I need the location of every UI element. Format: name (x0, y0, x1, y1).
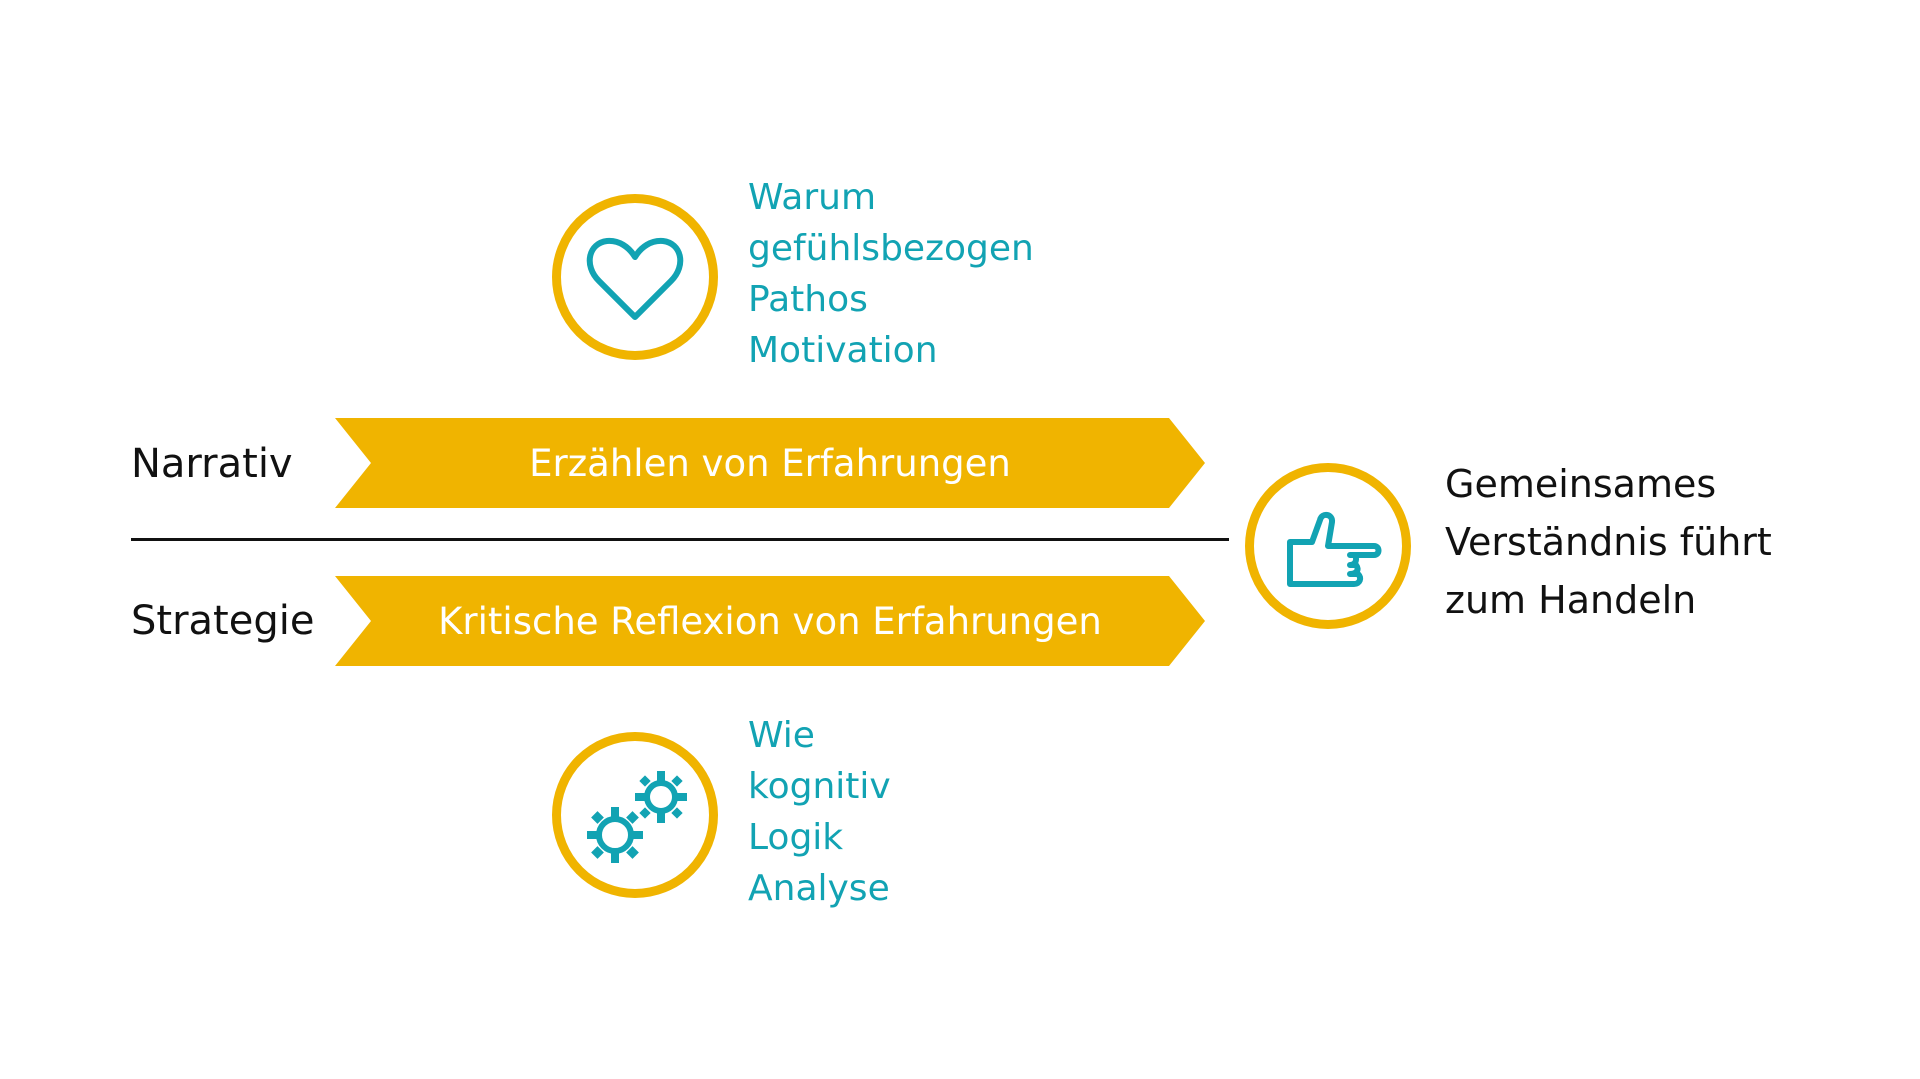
row-label-narrativ: Narrativ (131, 441, 293, 487)
pointing-hand-icon (1287, 512, 1382, 587)
bottom-line: Wie (748, 715, 815, 756)
top-line: Pathos (748, 279, 868, 320)
heart-icon (586, 237, 684, 320)
bottom-line: Analyse (748, 868, 890, 909)
result-line: Gemeinsames (1445, 462, 1717, 506)
chevron-shape (335, 418, 1205, 508)
top-text-block: Warum gefühlsbezogen Pathos Motivation (748, 172, 1034, 376)
chevron-text: Erzählen von Erfahrungen (529, 441, 1011, 485)
result-line: Verständnis führt (1445, 520, 1772, 564)
row-label-strategie: Strategie (131, 598, 315, 644)
gears-icon (587, 771, 687, 863)
result-line: zum Handeln (1445, 578, 1697, 622)
top-line: Warum (748, 177, 877, 218)
bottom-line: Logik (748, 817, 844, 858)
divider-line (131, 538, 1229, 541)
top-line: Motivation (748, 330, 938, 371)
hand-circle (1245, 463, 1411, 629)
gears-circle (552, 732, 718, 898)
heart-circle (552, 194, 718, 360)
chevron-shape (335, 576, 1205, 666)
bottom-text-block: Wie kognitiv Logik Analyse (748, 710, 891, 914)
bottom-line: kognitiv (748, 766, 891, 807)
chevron-text: Kritische Reflexion von Erfahrungen (438, 599, 1102, 643)
top-line: gefühlsbezogen (748, 228, 1034, 269)
result-text-block: Gemeinsames Verständnis führt zum Handel… (1445, 455, 1772, 629)
chevron-narrativ: Erzählen von Erfahrungen (335, 418, 1205, 508)
chevron-strategie: Kritische Reflexion von Erfahrungen (335, 576, 1205, 666)
